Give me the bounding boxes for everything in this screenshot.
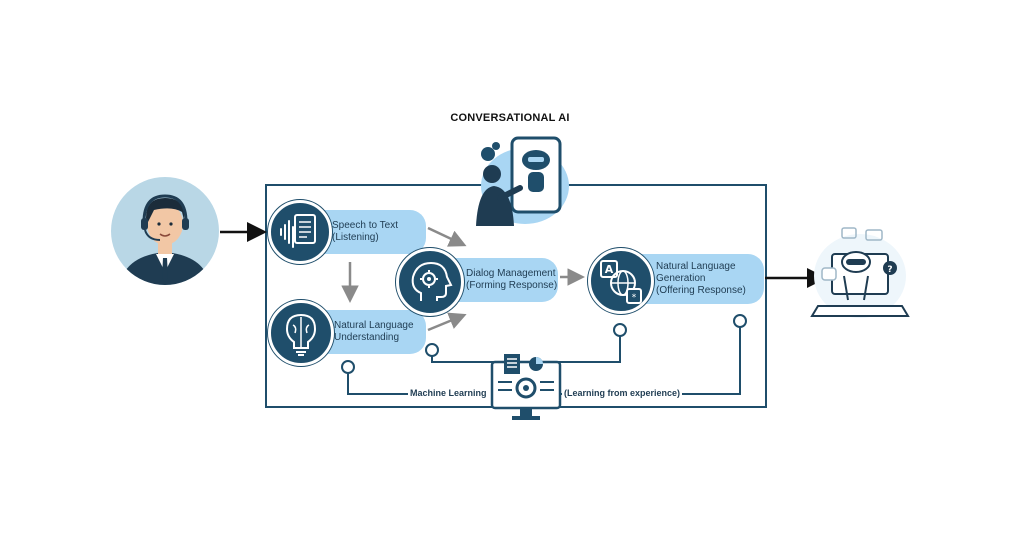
ml-node-nlu bbox=[341, 360, 355, 374]
nlu-subtitle: Understanding bbox=[334, 332, 400, 343]
speech-to-text-title: Speech to Text bbox=[332, 220, 398, 231]
svg-text:*: * bbox=[632, 293, 637, 303]
ml-connector-dialog bbox=[431, 350, 494, 363]
nlg-circle: A * bbox=[588, 248, 654, 314]
svg-text:A: A bbox=[605, 263, 614, 276]
head-gears-icon bbox=[411, 261, 453, 301]
dialog-title: Dialog Management bbox=[466, 268, 556, 279]
user-agent-icon bbox=[111, 177, 219, 285]
nlg-subtitle: Generation bbox=[656, 273, 706, 284]
ml-node-output bbox=[733, 314, 747, 328]
brain-bulb-icon bbox=[285, 313, 317, 356]
dialog-subtitle: (Forming Response) bbox=[466, 280, 558, 291]
person-chatbot-icon bbox=[476, 136, 569, 226]
speech-to-text-subtitle: (Listening) bbox=[332, 232, 379, 243]
ml-connector-nlg bbox=[556, 330, 621, 363]
nlg-caption: (Offering Response) bbox=[656, 285, 746, 296]
translate-globe-icon: A * bbox=[600, 260, 642, 304]
svg-text:?: ? bbox=[887, 265, 892, 275]
speech-to-text-circle bbox=[268, 200, 332, 264]
nlg-title: Natural Language bbox=[656, 261, 736, 272]
ml-connector-nlg-out bbox=[560, 321, 741, 395]
arrow-stt-to-dialog bbox=[427, 226, 467, 247]
diagram-title: CONVERSATIONAL AI bbox=[450, 112, 570, 124]
ml-monitor-icon bbox=[490, 354, 562, 420]
nlu-title: Natural Language bbox=[334, 320, 414, 331]
ml-node-dialog bbox=[425, 343, 439, 357]
speech-waveform-icon bbox=[280, 214, 316, 248]
arrow-nlu-to-dialog bbox=[427, 312, 467, 332]
ml-node-nlg bbox=[613, 323, 627, 337]
dialog-management-circle bbox=[396, 248, 464, 316]
chatbot-laptop-icon: ? bbox=[810, 227, 910, 318]
learning-from-experience-label: (Learning from experience) bbox=[562, 388, 683, 398]
nlu-circle bbox=[268, 300, 334, 366]
machine-learning-label: Machine Learning bbox=[408, 388, 489, 398]
